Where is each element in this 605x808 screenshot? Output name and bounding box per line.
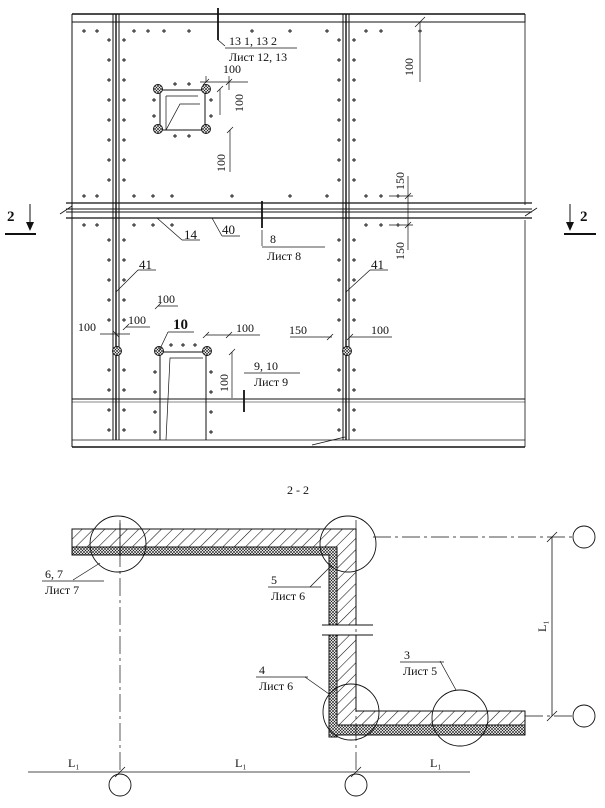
section-2-2: 2 - 2 L₁ L₁ L₁ bbox=[28, 483, 596, 797]
L1-mid: L₁ bbox=[235, 756, 247, 770]
svg-text:3: 3 bbox=[404, 648, 410, 662]
dim-100-window-top: 100 bbox=[223, 62, 241, 76]
svg-text:Лист 7: Лист 7 bbox=[45, 583, 79, 597]
svg-text:2: 2 bbox=[580, 209, 588, 225]
dim-100-door-right: 100 bbox=[236, 321, 254, 335]
dim-100-right-top: 100 bbox=[402, 58, 416, 76]
svg-text:41: 41 bbox=[139, 257, 152, 272]
callout-8-line2: Лист 8 bbox=[267, 249, 301, 263]
callout-3: 3 Лист 5 bbox=[400, 648, 457, 691]
label-14: 14 bbox=[156, 217, 200, 242]
callout-5: 5 Лист 6 bbox=[268, 565, 332, 603]
section-title: 2 - 2 bbox=[287, 483, 309, 497]
callout-8: 8 Лист 8 bbox=[261, 201, 325, 263]
svg-text:40: 40 bbox=[222, 222, 235, 237]
svg-text:5: 5 bbox=[271, 573, 277, 587]
svg-text:14: 14 bbox=[184, 227, 198, 242]
callout-9-10-line2: Лист 9 bbox=[254, 375, 288, 389]
L1-left: L₁ bbox=[68, 756, 80, 770]
callout-9-10: 9, 10 Лист 9 bbox=[243, 359, 300, 412]
svg-text:Лист 5: Лист 5 bbox=[403, 664, 437, 678]
dim-100-door-top: 100 bbox=[157, 292, 175, 306]
svg-text:6, 7: 6, 7 bbox=[45, 567, 63, 581]
dim-150-mid: 150 bbox=[289, 323, 307, 337]
svg-text:41: 41 bbox=[371, 257, 384, 272]
dimension-texts: 100 100 100 100 150 150 100 100 100 100 … bbox=[78, 58, 416, 392]
svg-text:2: 2 bbox=[7, 209, 15, 225]
dim-150-right-lower: 150 bbox=[393, 242, 407, 260]
callout-13-line1: 13 1, 13 2 bbox=[229, 34, 277, 48]
callout-13: 13 1, 13 2 Лист 12, 13 bbox=[217, 8, 297, 64]
L1-vertical: L₁ bbox=[535, 620, 549, 632]
callout-4: 4 Лист 6 bbox=[256, 663, 330, 695]
dim-100-right: 100 bbox=[371, 323, 389, 337]
svg-text:4: 4 bbox=[259, 663, 265, 677]
svg-text:Лист 6: Лист 6 bbox=[259, 679, 293, 693]
label-40: 40 bbox=[211, 217, 240, 237]
section-mark-left: 2 bbox=[5, 204, 36, 235]
dim-100-door-side: 100 bbox=[217, 374, 231, 392]
dimension-lines bbox=[100, 16, 426, 398]
dim-100-left: 100 bbox=[78, 320, 96, 334]
label-41-left: 41 bbox=[115, 257, 156, 293]
callout-6-7: 6, 7 Лист 7 bbox=[42, 562, 104, 597]
dim-150-right-upper: 150 bbox=[393, 172, 407, 190]
elevation-view: 13 1, 13 2 Лист 12, 13 8 Лист 8 9, 10 Ли… bbox=[5, 8, 596, 448]
label-41-right: 41 bbox=[345, 257, 388, 293]
dim-100-left2: 100 bbox=[128, 313, 146, 327]
section-mark-right: 2 bbox=[564, 204, 596, 235]
svg-text:Лист 6: Лист 6 bbox=[271, 589, 305, 603]
dim-100-window-below: 100 bbox=[214, 154, 228, 172]
svg-text:10: 10 bbox=[173, 317, 188, 333]
dim-100-window-side: 100 bbox=[232, 94, 246, 112]
L1-right: L₁ bbox=[430, 756, 442, 770]
label-10: 10 bbox=[158, 317, 194, 352]
callout-8-line1: 8 bbox=[270, 232, 276, 246]
callout-9-10-line1: 9, 10 bbox=[254, 359, 278, 373]
callout-13-line2: Лист 12, 13 bbox=[229, 50, 287, 64]
